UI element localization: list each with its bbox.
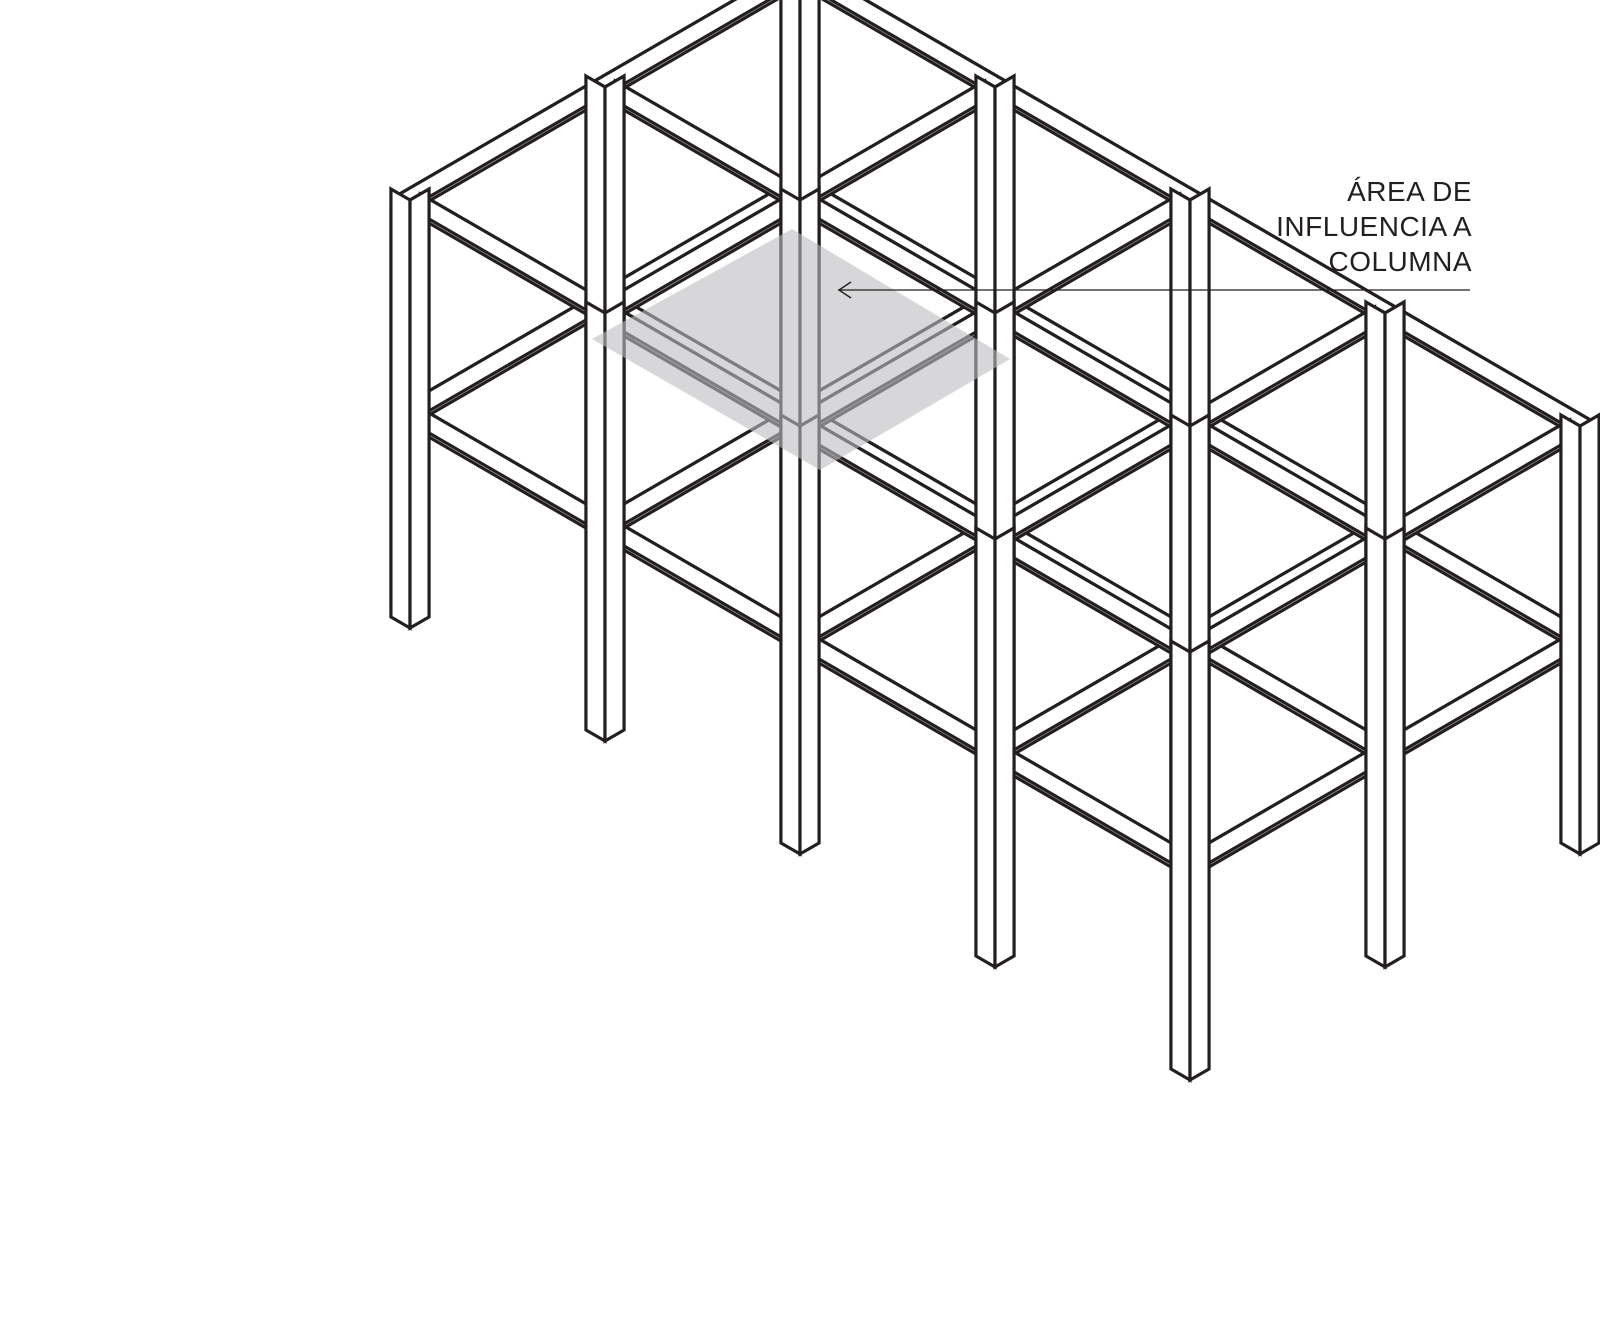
label-line-1: ÁREA DE xyxy=(1347,176,1472,207)
column-0-0-left xyxy=(1169,638,1192,1083)
column-3-0-right xyxy=(603,299,626,744)
column-2-0-left xyxy=(779,412,802,857)
column-2-0-right xyxy=(798,412,821,857)
arrow-head-icon xyxy=(837,281,852,299)
column-1-0-left xyxy=(974,525,997,970)
influence-area-label: ÁREA DE INFLUENCIA A COLUMNA xyxy=(1276,174,1472,279)
callout-leader xyxy=(837,281,1470,299)
label-line-2: INFLUENCIA A xyxy=(1276,211,1472,242)
label-line-3: COLUMNA xyxy=(1328,246,1472,277)
column-0-2-left xyxy=(1559,412,1582,857)
column-0-2-right xyxy=(1578,412,1600,857)
column-0-1-left xyxy=(1364,525,1387,970)
column-4-0-right xyxy=(408,186,431,631)
influence-area xyxy=(592,229,1010,470)
column-1-0-right xyxy=(993,525,1016,970)
column-4-0-left xyxy=(389,186,412,631)
column-3-0-left xyxy=(584,299,607,744)
column-0-0-right xyxy=(1188,638,1211,1083)
column-0-1-right xyxy=(1383,525,1406,970)
